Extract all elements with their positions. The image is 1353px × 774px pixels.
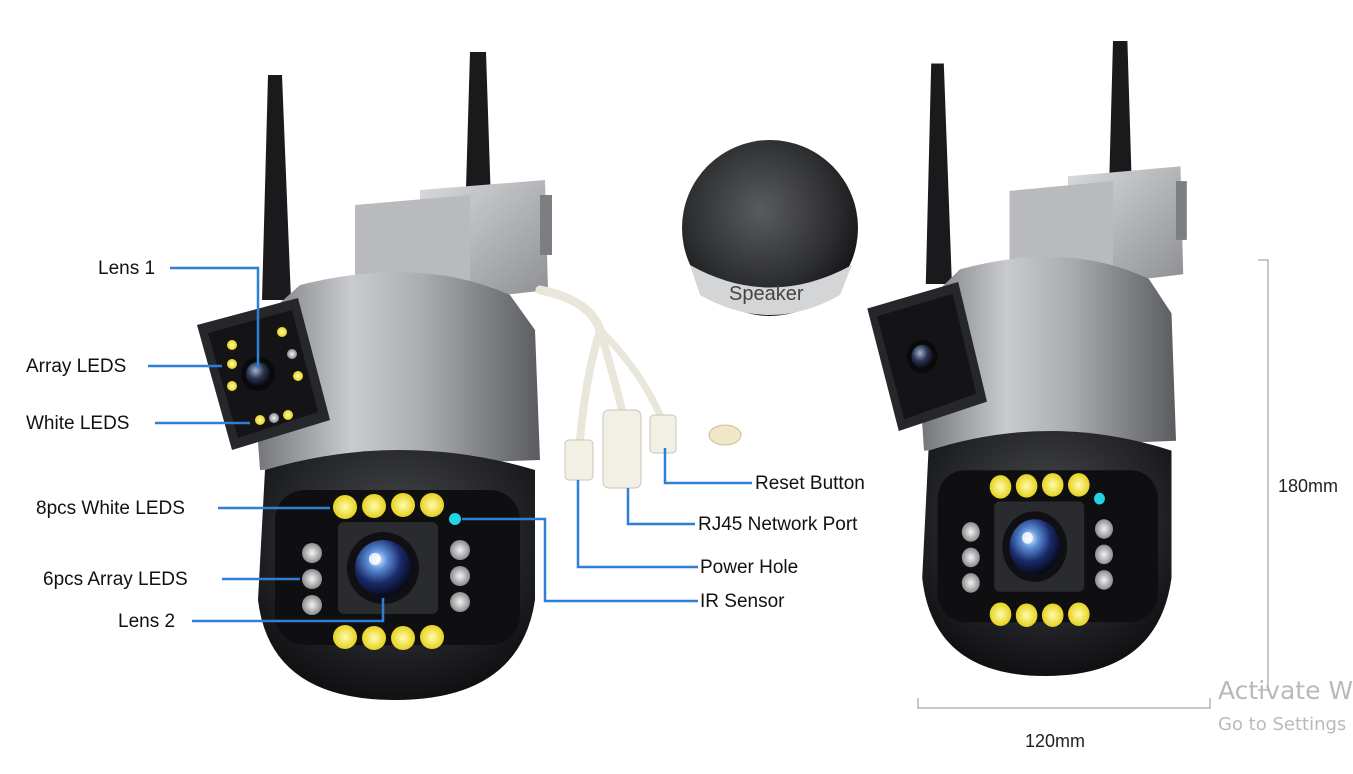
activate-watermark-title: Activate W bbox=[1218, 676, 1353, 705]
dimension-height: 180mm bbox=[1278, 476, 1339, 496]
white-leds-8pcs bbox=[333, 493, 444, 650]
dimension-lines bbox=[917, 259, 1269, 709]
label-reset-button: Reset Button bbox=[755, 473, 865, 494]
array-leds-6pcs bbox=[302, 540, 470, 615]
lens1-leds bbox=[227, 327, 303, 425]
label-rj45-network-port: RJ45 Network Port bbox=[698, 514, 858, 535]
label-8pcs-white-leds: 8pcs White LEDS bbox=[36, 498, 185, 519]
label-power-hole: Power Hole bbox=[700, 557, 799, 578]
label-lens-2: Lens 2 bbox=[118, 611, 176, 632]
label-ir-sensor: IR Sensor bbox=[700, 591, 785, 612]
callout-lines bbox=[148, 266, 752, 623]
label-6pcs-array-leds: 6pcs Array LEDS bbox=[43, 569, 188, 590]
speaker-inset bbox=[682, 140, 858, 316]
label-white-leds: White LEDS bbox=[26, 413, 130, 434]
label-lens-1: Lens 1 bbox=[98, 258, 156, 279]
label-array-leds: Array LEDS bbox=[26, 356, 127, 377]
activate-watermark-subtitle: Go to Settings bbox=[1218, 714, 1347, 735]
dimension-width: 120mm bbox=[1025, 731, 1086, 751]
cables bbox=[535, 285, 664, 444]
label-speaker: Speaker bbox=[729, 283, 804, 305]
